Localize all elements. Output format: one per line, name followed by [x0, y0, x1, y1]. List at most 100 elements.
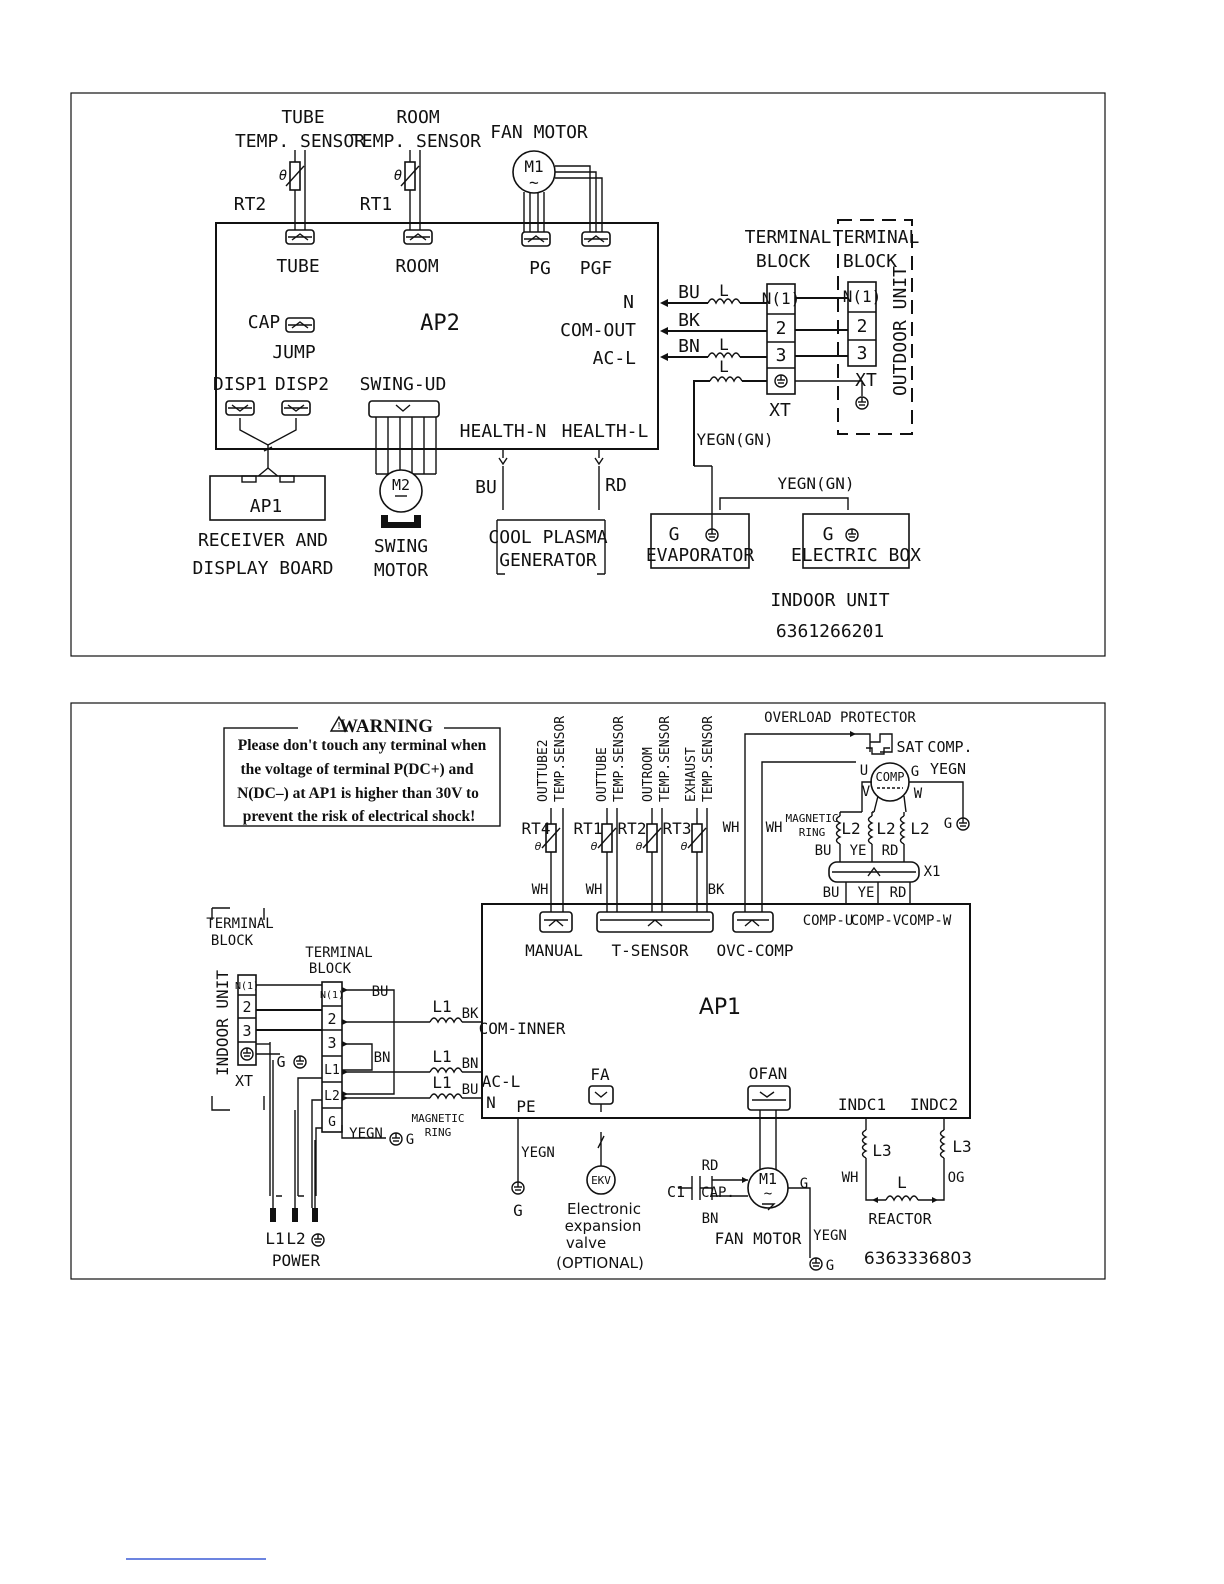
fa-connector	[588, 1085, 614, 1105]
tube-connector	[285, 229, 315, 245]
right-magnetic-ring-2: RING	[425, 1126, 452, 1139]
warning-line-2: the voltage of terminal P(DC+) and	[240, 761, 473, 778]
comp-w-label: COMP-W	[901, 913, 952, 929]
comp-v-terminal: V	[862, 784, 871, 800]
health-l-label: HEALTH-L	[562, 421, 649, 442]
outdoor-xt-label: XT	[855, 370, 877, 391]
terminal-block-label-2: BLOCK	[756, 251, 810, 272]
bu-label-top: BU	[815, 843, 832, 859]
terminal-block-label-1: TERMINAL	[745, 227, 832, 248]
ofan-connector	[747, 1085, 791, 1111]
tube-thermistor-icon	[285, 161, 305, 191]
com-out-label: COM-OUT	[560, 320, 636, 341]
electric-box-label: ELECTRIC BOX	[791, 545, 921, 566]
receiver-label-2: DISPLAY BOARD	[193, 558, 334, 579]
yegn-label-1: YEGN(GN)	[696, 430, 773, 449]
comp-v-label: COMP-V	[851, 913, 902, 929]
t-sensor-connector	[596, 911, 714, 933]
sensor-4-label-1: EXHAUST	[684, 747, 699, 802]
magnetic-ring-label-2: RING	[799, 826, 826, 839]
outdoor-terminal-n1: N(1)	[843, 287, 882, 306]
cap-label: CAP	[248, 312, 281, 333]
compressor-label: COMP	[876, 770, 905, 784]
room-thermistor-icon	[400, 161, 420, 191]
indoor-unit-label: INDOOR UNIT	[770, 590, 889, 611]
magnetic-ring-label-1: MAGNETIC	[786, 812, 839, 825]
left-xt-label: XT	[235, 1072, 253, 1090]
svg-text:θ: θ	[279, 168, 287, 184]
sensor-2-label-1: OUTTUBE	[595, 747, 610, 802]
pe-label: PE	[516, 1097, 535, 1116]
ekv-desc-3: valve	[566, 1234, 606, 1252]
cap-label: CAP.	[701, 1185, 735, 1201]
left-terminal-3: 3	[242, 1022, 251, 1040]
bk-label: BK	[462, 1006, 479, 1022]
room-sensor-label-1: ROOM	[396, 107, 440, 128]
tsensor-wh-label: WH	[586, 882, 603, 898]
outdoor-terminal-3: 3	[857, 343, 868, 364]
rd-label-top: RD	[882, 843, 899, 859]
ye-label-bottom: YE	[858, 885, 875, 901]
fan-g-label: G	[800, 1176, 808, 1192]
l1-label-1: L1	[432, 997, 451, 1016]
reactor-label: REACTOR	[868, 1210, 932, 1228]
ovc-comp-connector	[732, 911, 774, 933]
svg-text:~: ~	[764, 1186, 772, 1202]
manual-connector	[539, 911, 573, 933]
ac-l-label: AC-L	[482, 1072, 521, 1091]
reactor-og-label: OG	[948, 1170, 965, 1186]
electric-box	[802, 513, 910, 569]
plasma-bu-label: BU	[475, 477, 497, 498]
svg-text:θ: θ	[394, 168, 402, 184]
manual-wh-label: WH	[532, 882, 549, 898]
right-bu-label: BU	[372, 984, 389, 1000]
right-terminal-l2: L2	[324, 1089, 340, 1104]
outdoor-m1-label: M1	[759, 1170, 777, 1188]
jump-connector	[285, 317, 315, 333]
ekv-desc-4: (OPTIONAL)	[556, 1254, 644, 1272]
disp2-connector	[281, 400, 311, 416]
tube-conn-label: TUBE	[276, 256, 319, 277]
ap1-indoor-label: AP1	[250, 496, 283, 517]
receiver-board	[209, 475, 326, 521]
bn-label: BN	[678, 336, 700, 357]
sensor-4-label-2: TEMP.SENSOR	[701, 716, 716, 802]
fan-ground-icon	[809, 1257, 823, 1271]
electric-box-g-label: G	[823, 524, 834, 545]
ekv-label: EKV	[591, 1174, 611, 1187]
evaporator-label: EVAPORATOR	[646, 545, 755, 566]
swing-ud-connector	[368, 400, 440, 418]
ekv-desc-2: expansion	[565, 1217, 642, 1235]
terminal-3: 3	[776, 345, 787, 366]
pg-label: PG	[529, 258, 551, 279]
outdoor-terminal-label-1: TERMINAL	[833, 227, 920, 248]
manual-label: MANUAL	[525, 941, 583, 960]
fan-ground-g-label: G	[826, 1258, 834, 1274]
l2-label-3: L2	[910, 819, 929, 838]
fan-motor-label: FAN MOTOR	[490, 122, 588, 143]
tsensor-bk-label: BK	[708, 882, 725, 898]
comp-ground-g-label: G	[944, 816, 952, 832]
left-terminal-label-1: TERMINAL	[206, 916, 273, 932]
pe-g-label: G	[513, 1201, 523, 1220]
outdoor-ground-icon	[855, 396, 869, 410]
plasma-label-1: COOL PLASMA	[488, 527, 607, 548]
bu-label: BU	[462, 1082, 479, 1098]
indoor-panel-frame	[70, 92, 1106, 657]
fan-rd-label: RD	[702, 1158, 719, 1174]
indc1-l3-label: L3	[872, 1141, 891, 1160]
right-yegn-g-label: G	[406, 1132, 414, 1148]
sensor-1-label-2: TEMP.SENSOR	[553, 716, 568, 802]
pe-ground-icon	[511, 1181, 525, 1195]
fan-yegn-label: YEGN	[813, 1228, 847, 1244]
l-label-2: L	[719, 335, 729, 354]
sensor-3-label-2: TEMP.SENSOR	[658, 716, 673, 802]
pgf-connector	[581, 231, 611, 247]
warning-line-1: Please don't touch any terminal when	[238, 737, 487, 754]
bn-label: BN	[462, 1056, 479, 1072]
l2-label-2: L2	[876, 819, 895, 838]
tube-sensor-label-1: TUBE	[281, 107, 324, 128]
ap1-board	[481, 903, 971, 1119]
l-label-1: L	[719, 281, 729, 300]
indc1-label: INDC1	[838, 1095, 886, 1114]
